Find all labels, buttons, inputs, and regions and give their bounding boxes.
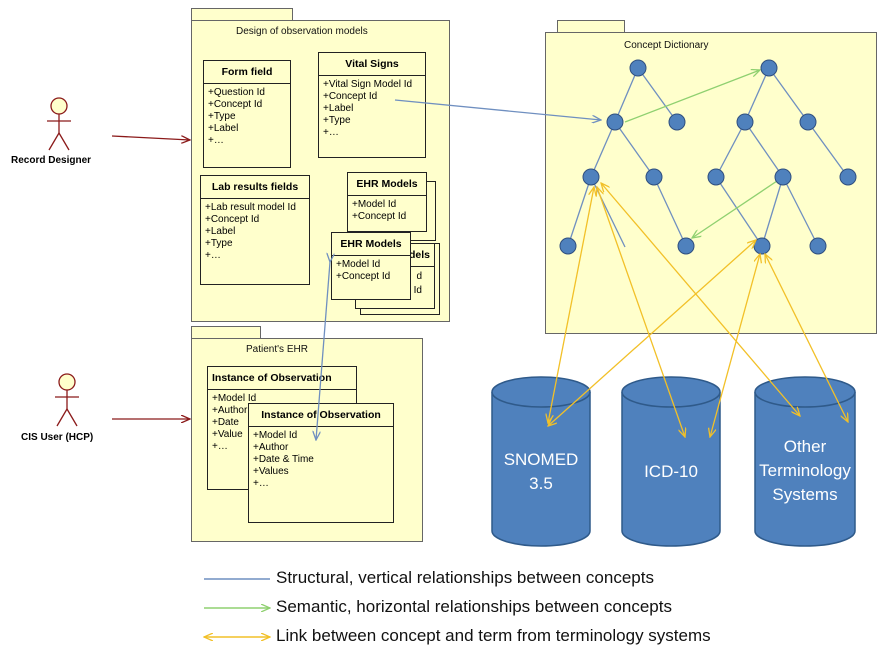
- class-attribute: d: [416, 271, 422, 282]
- ehr-models-front-class: EHR Models +Model Id +Concept Id: [331, 232, 411, 300]
- legend-link-text: Link between concept and term from termi…: [276, 626, 711, 645]
- class-attribute: +Label: [323, 103, 354, 114]
- class-attribute: +Concept Id: [208, 99, 263, 110]
- ehr-models-class: EHR Models +Model Id +Concept Id: [347, 172, 427, 232]
- design-package-title: Design of observation models: [236, 26, 368, 37]
- concept-node: [707, 168, 725, 186]
- class-attributes: +Model Id +Concept Id: [348, 196, 426, 223]
- class-attribute: +Type: [205, 238, 233, 249]
- class-attributes: +Question Id +Concept Id +Type +Label +…: [204, 84, 290, 147]
- class-attribute: +…: [253, 478, 269, 489]
- class-title: Instance of Observation: [208, 367, 356, 390]
- concept-node: [809, 237, 827, 255]
- class-attribute: +Model Id: [212, 393, 257, 404]
- class-attribute: +Author: [253, 442, 289, 453]
- class-attribute: +Type: [323, 115, 351, 126]
- semantic-arrow-low: [692, 176, 784, 238]
- concept-node: [668, 113, 686, 131]
- class-attribute: +Author: [212, 405, 248, 416]
- class-attribute: +…: [212, 441, 228, 452]
- icd10-label: ICD-10: [622, 460, 720, 484]
- class-title: Vital Signs: [319, 53, 425, 76]
- class-attribute: +Value: [212, 429, 243, 440]
- class-attribute: +…: [205, 250, 221, 261]
- class-attributes: d Id: [356, 267, 434, 298]
- class-attributes: +Model Id +Author +Date & Time +Values +…: [249, 427, 393, 490]
- snomed-label: SNOMED 3.5: [492, 448, 590, 496]
- class-title: Form field: [204, 61, 290, 84]
- concept-link-arrow: [394, 99, 601, 120]
- class-attributes: +Model Id +Author +Date +Value +…: [208, 390, 356, 453]
- concept-node: [760, 59, 778, 77]
- class-attribute: +Type: [208, 111, 236, 122]
- db-label-line: Terminology: [759, 461, 851, 480]
- class-attribute: +Model Id: [253, 430, 298, 441]
- class-attribute: +Model Id: [336, 259, 381, 270]
- model-instance-link: [316, 262, 330, 440]
- concept-node: [582, 168, 600, 186]
- cis-user-actor: [55, 373, 79, 427]
- concept-node: [799, 113, 817, 131]
- structural-edges: [567, 67, 849, 248]
- concept-node: [839, 168, 857, 186]
- record-designer-actor: [47, 97, 71, 151]
- db-label-line: 3.5: [529, 474, 553, 493]
- designer-association-arrow: [111, 135, 190, 140]
- class-attributes: +Model Id +Concept Id: [332, 256, 410, 283]
- db-label-line: SNOMED: [503, 450, 579, 469]
- class-attribute: +Concept Id: [323, 91, 378, 102]
- class-attribute: +Model Id: [352, 199, 397, 210]
- concept-node: [629, 59, 647, 77]
- class-attributes: +Lab result model Id +Concept Id +Label …: [201, 199, 309, 262]
- class-attribute: +Vital Sign Model Id: [323, 79, 413, 90]
- terminology-links: [548, 183, 848, 437]
- class-attribute: +Lab result model Id: [205, 202, 296, 213]
- concept-node: [753, 237, 771, 255]
- class-attribute: +Concept Id: [205, 214, 260, 225]
- record-designer-label: Record Designer: [11, 155, 92, 166]
- class-attribute: +Concept Id: [352, 211, 407, 222]
- db-label-line: ICD-10: [644, 462, 698, 481]
- legend-structural-text: Structural, vertical relationships betwe…: [276, 568, 654, 587]
- class-attribute: +Values: [253, 466, 289, 477]
- class-title: Lab results fields: [201, 176, 309, 199]
- db-label-line: Systems: [772, 485, 838, 504]
- class-attribute: +…: [323, 127, 339, 138]
- concept-node: [774, 168, 792, 186]
- class-attribute: Id: [413, 285, 422, 296]
- vital-signs-class: Vital Signs +Vital Sign Model Id +Concep…: [318, 52, 426, 158]
- concept-node: [736, 113, 754, 131]
- legend-semantic-text: Semantic, horizontal relationships betwe…: [276, 597, 672, 616]
- class-attributes: +Vital Sign Model Id +Concept Id +Label …: [319, 76, 425, 139]
- class-attribute: +Concept Id: [336, 271, 391, 282]
- class-attribute: +Label: [205, 226, 236, 237]
- class-attribute: +…: [208, 135, 224, 146]
- concept-node: [677, 237, 695, 255]
- db-label-line: Other: [783, 437, 827, 456]
- class-attribute: +Date & Time: [253, 454, 314, 465]
- other-terminology-label: Other Terminology Systems: [755, 435, 855, 507]
- form-field-class: Form field +Question Id +Concept Id +Typ…: [203, 60, 291, 168]
- class-title: EHR Models: [332, 233, 410, 256]
- concept-nodes: [559, 59, 857, 255]
- cis-user-label: CIS User (HCP): [21, 432, 94, 443]
- concept-node: [645, 168, 663, 186]
- class-attribute: +Question Id: [208, 87, 265, 98]
- semantic-arrow-top: [624, 70, 760, 123]
- concept-node: [559, 237, 577, 255]
- class-attribute: +Label: [208, 123, 239, 134]
- class-attribute: +Date: [212, 417, 239, 428]
- dictionary-package-title: Concept Dictionary: [624, 40, 709, 51]
- class-title: EHR Models: [348, 173, 426, 196]
- lab-results-class: Lab results fields +Lab result model Id …: [200, 175, 310, 285]
- concept-node: [606, 113, 624, 131]
- ehr-package-title: Patient's EHR: [246, 344, 308, 355]
